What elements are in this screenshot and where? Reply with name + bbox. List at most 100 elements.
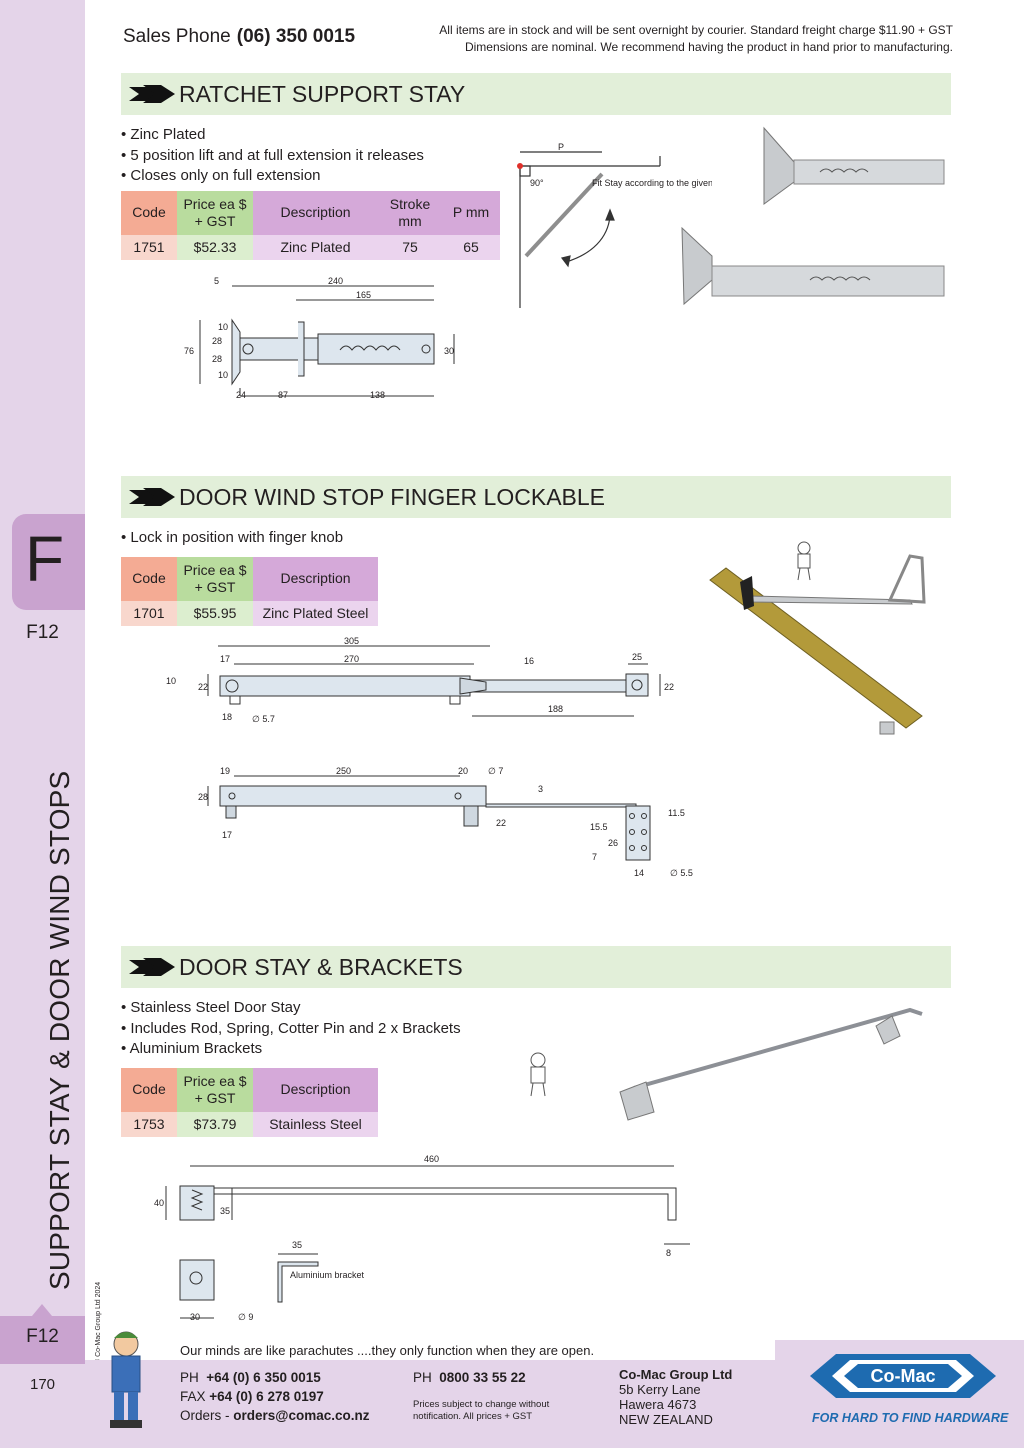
mascot-icon: [530, 1052, 546, 1097]
table-header-row: Code Price ea $ + GST Description: [121, 1067, 378, 1112]
section-tab[interactable]: F: [12, 514, 85, 610]
fit-note: Fit Stay according to the given P dimens…: [592, 178, 712, 188]
dim-label: 30: [444, 346, 454, 356]
footer-phone: PH +64 (0) 6 350 0015: [180, 1368, 370, 1387]
bracket-label: Aluminium bracket: [290, 1270, 365, 1280]
dim-label: 7: [592, 852, 597, 862]
cell-stroke: 75: [378, 234, 442, 260]
disclaimer-line: notification. All prices + GST: [413, 1411, 533, 1422]
section-title: RATCHET SUPPORT STAY: [179, 81, 466, 107]
dim-label: ∅ 9: [238, 1312, 253, 1322]
table-header-row: Code Price ea $ + GST Description: [121, 556, 378, 601]
cell-price: $73.79: [177, 1111, 253, 1137]
cell-description: Zinc Plated Steel: [253, 600, 378, 626]
table-header-row: Code Price ea $ + GST Description Stroke…: [121, 190, 500, 235]
dim-label: 460: [424, 1154, 439, 1164]
orders-label: Orders -: [180, 1408, 230, 1423]
col-description: Description: [253, 1067, 378, 1112]
dim-label: 35: [292, 1240, 302, 1250]
fax-number[interactable]: +64 (0) 6 278 0197: [209, 1389, 324, 1404]
address-line: Hawera 4673: [619, 1397, 697, 1412]
list-item: Stainless Steel Door Stay: [121, 998, 951, 1019]
sales-number[interactable]: (06) 350 0015: [236, 26, 356, 47]
phone-label: PH: [413, 1370, 432, 1385]
arrow-icon: [129, 488, 175, 506]
section-door-stay-brackets: DOOR STAY & BRACKETS Stainless Steel Doo…: [121, 946, 951, 1137]
dim-label: 16: [524, 656, 534, 666]
dim-label: 17: [220, 654, 230, 664]
table-row[interactable]: 1751 $52.33 Zinc Plated 75 65: [121, 234, 500, 260]
section-header: DOOR WIND STOP FINGER LOCKABLE: [121, 476, 951, 518]
section-title: DOOR WIND STOP FINGER LOCKABLE: [179, 484, 606, 510]
col-price: Price ea $ + GST: [177, 190, 253, 235]
dim-label: 15.5: [590, 822, 608, 832]
mascot-icon: [797, 541, 811, 581]
list-item: Closes only on full extension: [121, 166, 951, 187]
dim-label: 25: [632, 652, 642, 662]
dim-label: 20: [458, 766, 468, 776]
dim-label: ∅ 5.7: [252, 714, 275, 724]
arrow-icon: [129, 958, 175, 976]
page-header: Sales Phone(06) 350 0015 All items are i…: [123, 22, 953, 56]
col-stroke: Stroke mm: [378, 190, 442, 235]
orders-email-link[interactable]: orders@comac.co.nz: [233, 1408, 370, 1423]
dim-label: 22: [496, 818, 506, 828]
table-row[interactable]: 1753 $73.79 Stainless Steel: [121, 1111, 378, 1137]
col-code: Code: [121, 190, 177, 235]
dim-label: 240: [328, 276, 343, 286]
dim-label: 188: [548, 704, 563, 714]
dim-label: 76: [184, 346, 194, 356]
dim-label: 40: [154, 1198, 164, 1208]
angle-label: 90°: [530, 178, 544, 188]
freight-notice: All items are in stock and will be sent …: [439, 22, 953, 56]
footer-motto: Our minds are like parachutes ....they o…: [180, 1343, 595, 1358]
col-p: P mm: [442, 190, 500, 235]
pivot-marker: [517, 163, 523, 169]
section-code-top: F12: [26, 622, 59, 643]
logo-tagline: FOR HARD TO FIND HARDWARE: [812, 1411, 1009, 1425]
dim-label: 28: [212, 354, 222, 364]
cell-price: $52.33: [177, 234, 253, 260]
dim-label: 11.5: [668, 808, 685, 818]
footer-address: Co-Mac Group Ltd 5b Kerry Lane Hawera 46…: [619, 1367, 732, 1427]
ratchet-dimension-drawing: 5 240 165 10 28 28 10 76 30 24 87 138: [184, 276, 455, 400]
wind-stop-top-drawing: 305 17 270 16 25 10 22 22 18 ∅ 5.7 188: [166, 636, 674, 724]
ratchet-stay-photo: [681, 126, 945, 306]
comac-logo[interactable]: Co-Mac: [810, 1348, 996, 1404]
address-line: NEW ZEALAND: [619, 1412, 713, 1427]
footer-freephone: PH 0800 33 55 22: [413, 1368, 526, 1387]
freephone-number[interactable]: 0800 33 55 22: [439, 1370, 526, 1385]
feature-list: Zinc Plated 5 position lift and at full …: [121, 125, 951, 187]
feature-list: Lock in position with finger knob: [121, 528, 951, 549]
dim-label: 14: [634, 868, 644, 878]
section-title: DOOR STAY & BRACKETS: [179, 954, 463, 980]
page-number: 170: [29, 1376, 56, 1393]
dim-label: 28: [212, 336, 222, 346]
dim-label: 8: [666, 1248, 671, 1258]
dim-label: ∅ 5.5: [670, 868, 693, 878]
dim-label: 35: [220, 1206, 230, 1216]
company-name: Co-Mac Group Ltd: [619, 1367, 733, 1382]
phone-number[interactable]: +64 (0) 6 350 0015: [206, 1370, 321, 1385]
section-header: DOOR STAY & BRACKETS: [121, 946, 951, 988]
price-table: Code Price ea $ + GST Description Stroke…: [121, 190, 500, 260]
fax-label: FAX: [180, 1389, 206, 1404]
col-price: Price ea $ + GST: [177, 1067, 253, 1112]
price-table: Code Price ea $ + GST Description 1701 $…: [121, 556, 378, 626]
dim-label: 138: [370, 390, 385, 400]
table-row[interactable]: 1701 $55.95 Zinc Plated Steel: [121, 600, 378, 626]
dim-label: 26: [608, 838, 618, 848]
cell-code: 1701: [121, 600, 177, 626]
notice-line: Dimensions are nominal. We recommend hav…: [464, 40, 953, 54]
cell-p: 65: [442, 234, 500, 260]
door-stay-dimension-drawing: 460 40 35 8 35 30 ∅ 9 Aluminium bracket: [154, 1154, 690, 1322]
dim-label: 3: [538, 784, 543, 794]
arrow-icon: [129, 85, 175, 103]
dim-label: 22: [664, 682, 674, 692]
logo-text: Co-Mac: [870, 1366, 935, 1386]
door-stay-photo: [619, 1007, 923, 1121]
section-letter: F: [24, 523, 65, 595]
dim-label: 17: [222, 830, 232, 840]
sales-phone: Sales Phone(06) 350 0015: [123, 26, 355, 48]
section-door-wind-stop: DOOR WIND STOP FINGER LOCKABLE Lock in p…: [121, 476, 951, 626]
